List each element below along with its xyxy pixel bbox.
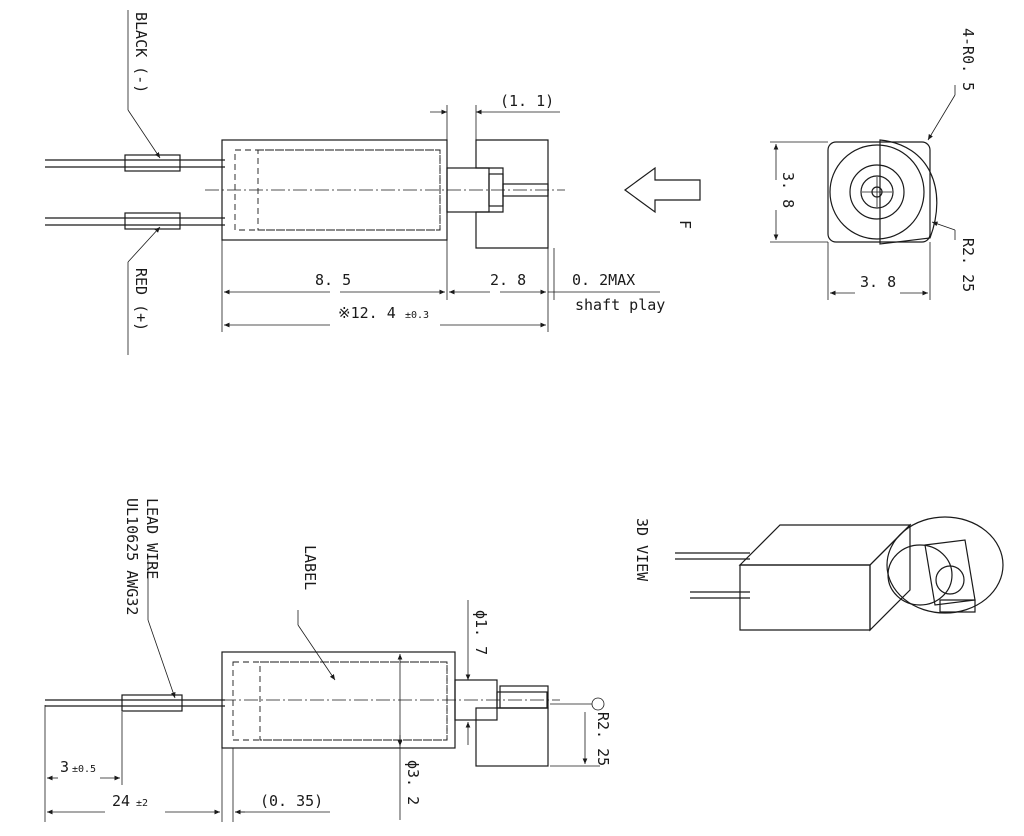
label-callout: LABEL (301, 545, 319, 590)
red-lead-label: RED (+) (132, 268, 150, 331)
bottom-weight (475, 707, 549, 767)
dim-total-tolerance: ±0.3 (405, 310, 429, 321)
strip-length-tolerance: ±0.5 (72, 764, 96, 775)
shaft-play-text: shaft play (575, 296, 665, 314)
shaft-diameter: ϕ1. 7 (472, 610, 490, 655)
bottom-body-hidden (232, 661, 448, 741)
3d-body-top (738, 524, 912, 566)
3d-body-front (739, 564, 871, 631)
bottom-view: LEAD WIRE UL10625 AWG32 LABEL ϕ1. 7 ϕ3. … (44, 498, 612, 822)
view-3d: 3D VIEW (633, 516, 1004, 632)
end-flange (829, 144, 925, 240)
end-body (827, 141, 931, 243)
dim-head-length: 2. 8 (490, 271, 526, 289)
view-3d-title: 3D VIEW (633, 518, 651, 582)
lead-length-tolerance: ±2 (136, 798, 148, 809)
end-view: 4-R0. 5 3. 8 3. 8 R2. 25 (770, 28, 977, 300)
end-width-dim: 3. 8 (860, 273, 896, 291)
corner-radius-label: 4-R0. 5 (959, 28, 977, 91)
3d-body-side (869, 523, 911, 632)
force-arrow-icon (623, 166, 701, 214)
bottom-label-area (259, 661, 448, 741)
bottom-weight-radius: R2. 25 (594, 712, 612, 766)
eccentric-weight (475, 139, 549, 249)
lead-wire-spec: UL10625 AWG32 (123, 498, 141, 615)
weight-radius-marker (591, 697, 605, 711)
lead-length: 24 (112, 792, 130, 810)
3d-weight (924, 539, 976, 606)
offset-dim: (0. 35) (260, 792, 323, 810)
dim-shaft-play: 0. 2MAX (572, 271, 635, 289)
force-label: F (676, 220, 694, 229)
end-weight (879, 139, 938, 245)
strip-length: 3 (60, 758, 69, 776)
ref-dim-1-1: (1. 1) (500, 92, 554, 110)
lead-wires (45, 154, 225, 230)
bottom-weight-top (499, 685, 549, 709)
end-height-dim: 3. 8 (779, 172, 797, 208)
3d-flange (886, 516, 1004, 614)
dim-total-length: ※12. 4 (338, 304, 396, 322)
3d-weight-base (939, 599, 976, 613)
body-diameter: ϕ3. 2 (404, 760, 422, 805)
lead-wire-title: LEAD WIRE (143, 498, 161, 579)
bottom-lead-insulation (121, 694, 183, 712)
end-weight-radius: R2. 25 (959, 238, 977, 292)
end-shaft-ring (860, 175, 894, 209)
3d-boss (887, 544, 953, 606)
black-lead-label: BLACK (-) (132, 12, 150, 93)
dim-body-length: 8. 5 (315, 271, 351, 289)
side-view: BLACK (-) RED (+) (1. 1) 8. 5 2. 8 0. 2M… (45, 10, 701, 355)
end-boss (849, 164, 905, 220)
3d-shaft-end (935, 565, 965, 595)
